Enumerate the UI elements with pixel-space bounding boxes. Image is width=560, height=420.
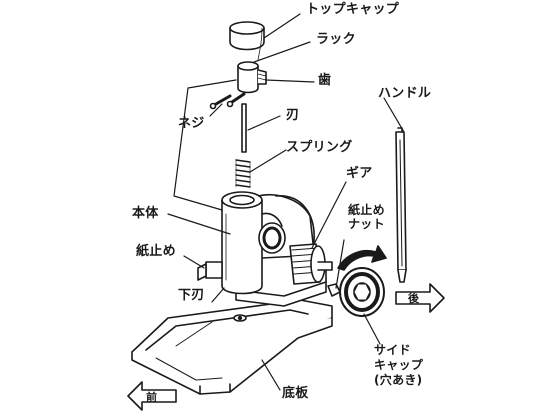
label-rack: ラック bbox=[316, 32, 356, 47]
label-top-cap: トップキャップ bbox=[306, 2, 400, 17]
top-cap bbox=[229, 21, 265, 51]
spring bbox=[235, 159, 251, 188]
leader-lines bbox=[167, 13, 405, 391]
rotation-arrow bbox=[337, 245, 387, 271]
back-arrow: 後 bbox=[395, 283, 445, 313]
label-blade: 刃 bbox=[286, 108, 300, 123]
side-cap bbox=[339, 267, 385, 317]
label-handle: ハンドル bbox=[378, 86, 432, 101]
label-body: 本体 bbox=[132, 206, 159, 221]
label-paper-stop-nut-2: ナット bbox=[348, 217, 385, 231]
label-side-cap-2: キャップ bbox=[374, 358, 424, 372]
exploded-guide-lines bbox=[173, 27, 263, 211]
gear bbox=[289, 243, 333, 285]
label-base-plate: 底板 bbox=[282, 386, 309, 401]
front-arrow-label: 前 bbox=[146, 390, 157, 404]
label-side-cap-1: サイド bbox=[374, 343, 411, 357]
label-paper-stop: 紙止め bbox=[136, 244, 176, 259]
paper-stop-part bbox=[197, 261, 223, 281]
label-lower-blade: 下刃 bbox=[178, 288, 205, 303]
handle bbox=[395, 127, 407, 283]
back-arrow-label: 後 bbox=[408, 291, 420, 305]
front-arrow: 前 bbox=[127, 381, 177, 411]
base-plate bbox=[131, 299, 333, 395]
label-gear: ギア bbox=[346, 166, 373, 181]
main-body bbox=[221, 191, 286, 295]
label-teeth: 歯 bbox=[318, 73, 332, 88]
label-paper-stop-nut-1: 紙止め bbox=[348, 203, 385, 217]
blade bbox=[241, 103, 247, 153]
label-screw: ネジ bbox=[178, 116, 205, 131]
label-side-cap-3: (穴あき) bbox=[374, 373, 423, 387]
paper-stop-nut bbox=[327, 283, 341, 297]
rack bbox=[237, 61, 267, 94]
label-spring: スプリング bbox=[286, 140, 353, 155]
screws bbox=[209, 92, 246, 110]
